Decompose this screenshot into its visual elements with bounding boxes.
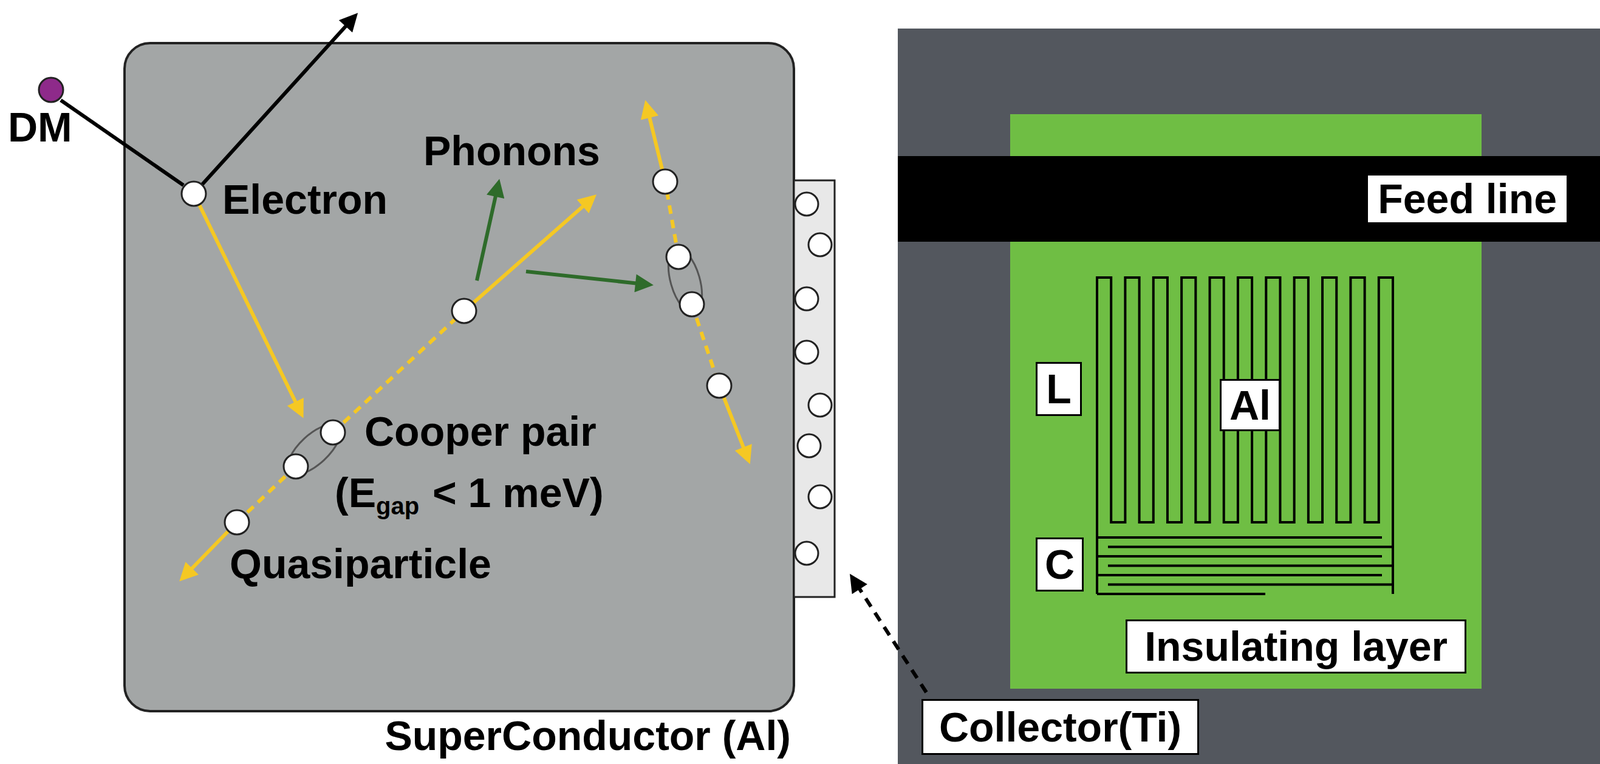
particle [795,287,819,311]
annotation-label: Electron [222,175,388,223]
node-text: L [1046,365,1072,413]
capacitor-finger [1097,555,1382,558]
particle [808,233,832,257]
capacitor-label: C [1035,537,1084,592]
annotation-label: Cooper pair [364,407,597,455]
particle [181,169,832,565]
particle [451,298,477,324]
cooper-pair-ring [662,244,709,318]
capacitor-finger [1107,546,1393,549]
annotation-label: DM [7,103,73,151]
particle [320,420,346,445]
collector-label: Collector(Ti) [921,699,1200,756]
particle [795,541,819,565]
particle [224,510,250,535]
collector-strip [793,180,835,598]
capacitor-finger [1107,583,1393,587]
particle [181,181,206,206]
capacitor-finger [1097,574,1382,577]
annotation-label: Phonons [423,126,601,175]
node-text: Insulating layer [1125,619,1467,674]
phonon-arrow [526,271,640,284]
annotation-label: Quasiparticle [229,540,492,588]
particle [795,192,819,216]
annotation-label: (E [334,468,377,517]
dm-track [193,23,349,194]
annotation-label: < 1 meV) [432,468,604,517]
collector-pointer [857,586,927,693]
particle [808,485,832,509]
annotation-label: gap [376,492,420,520]
particle [797,434,821,458]
feed-line: Feed line [897,156,1600,242]
node-text: Feed line [1367,175,1567,223]
particle [808,393,832,417]
inductor-meander [1097,277,1393,595]
dm-particle [38,77,64,103]
particle [795,340,819,364]
particle [283,454,308,479]
capacitor-finger [1097,536,1382,539]
superconductor-slab [124,43,794,712]
feed-line-band [897,156,1600,242]
cooper-pair-ring [279,244,709,484]
node-text: Al [1229,381,1271,429]
node-text: C [1044,540,1075,589]
capacitor-finger [1107,564,1393,568]
material-label: Al [1219,379,1281,432]
dm-track [60,100,184,186]
particle [707,373,732,398]
node-text: Collector(Ti) [939,703,1182,751]
particle [679,292,705,317]
resonator [1097,277,1393,595]
inductor-label: L [1035,362,1082,417]
particle [666,244,691,270]
node-text: SuperConductor (Al) [384,711,791,760]
phonon-arrow [476,193,497,281]
chip-substrate [897,28,1600,764]
tracks [60,23,745,571]
electron-track [199,204,298,406]
particle [652,169,678,194]
capacitor-finger [1097,592,1266,596]
